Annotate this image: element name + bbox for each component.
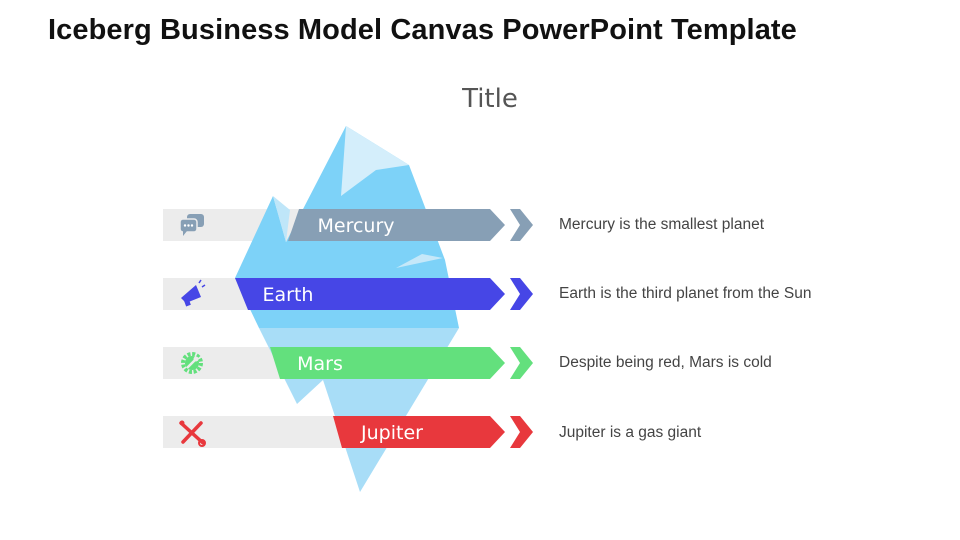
chat-bubbles-icon <box>179 214 204 236</box>
diagram-title: Title <box>462 84 518 114</box>
megaphone-icon <box>181 279 206 307</box>
iceberg-highlight <box>341 126 409 196</box>
chevron-mercury[interactable] <box>510 209 533 241</box>
bar-label-mercury: Mercury <box>317 215 394 237</box>
iceberg-highlight <box>396 254 443 268</box>
chevron-mars[interactable] <box>510 347 533 379</box>
gear-wrench-icon <box>181 352 203 374</box>
row-bg-jupiter <box>163 416 363 448</box>
bar-mars <box>270 347 505 379</box>
description-mars: Despite being red, Mars is cold <box>559 354 772 371</box>
chevron-jupiter[interactable] <box>510 416 533 448</box>
iceberg-highlight <box>273 196 290 242</box>
chevron-earth[interactable] <box>510 278 533 310</box>
bar-earth <box>235 278 505 310</box>
bar-mercury <box>288 209 505 241</box>
bar-jupiter <box>333 416 505 448</box>
description-mercury: Mercury is the smallest planet <box>559 216 765 233</box>
description-earth: Earth is the third planet from the Sun <box>559 285 812 302</box>
bar-label-jupiter: Jupiter <box>360 422 423 444</box>
bar-label-mars: Mars <box>297 353 343 375</box>
bar-label-earth: Earth <box>263 284 314 306</box>
description-jupiter: Jupiter is a gas giant <box>559 424 702 441</box>
page-title: Iceberg Business Model Canvas PowerPoint… <box>48 14 797 46</box>
tools-icon <box>179 420 206 447</box>
